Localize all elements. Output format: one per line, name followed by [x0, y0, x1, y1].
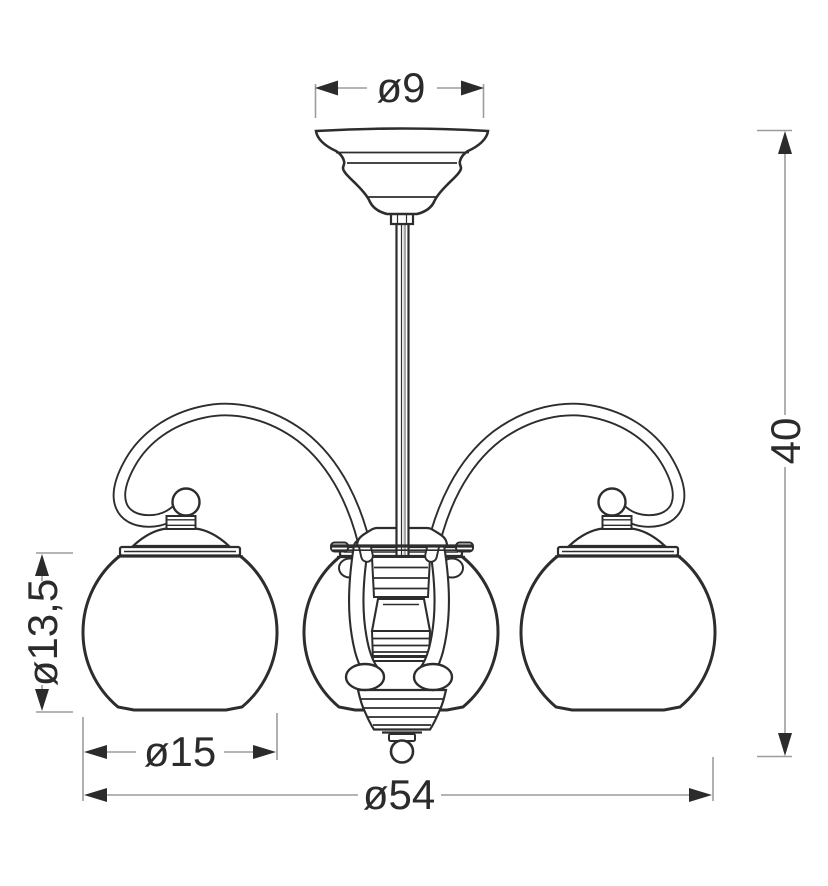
arrow-left-icon — [84, 788, 107, 802]
arrow-up-icon — [35, 554, 49, 576]
arrow-left-icon — [315, 80, 338, 96]
shade-width-label: ø15 — [144, 728, 216, 775]
fixture-drawing — [83, 127, 715, 764]
finial-ball — [389, 739, 415, 764]
arrow-right-icon — [461, 80, 484, 96]
dimension-total-height: 40 — [757, 129, 809, 758]
ceiling-canopy — [314, 127, 490, 216]
center-column — [339, 547, 464, 764]
dimension-shade-height: ø13,5 — [19, 552, 73, 713]
dimension-shade-width: ø15 — [82, 713, 278, 801]
arrow-down-icon — [35, 689, 49, 711]
total-width-label: ø54 — [363, 771, 435, 818]
dimension-total-width: ø54 — [84, 757, 714, 818]
canopy-diameter-label: ø9 — [376, 64, 425, 111]
shade-height-label: ø13,5 — [19, 579, 66, 686]
hub-plate — [330, 541, 474, 553]
arrow-up-icon — [778, 131, 792, 154]
arrow-left-icon — [84, 745, 107, 759]
arrow-right-icon — [253, 745, 276, 759]
arrow-right-icon — [689, 788, 712, 802]
dimension-canopy-diameter: ø9 — [314, 64, 485, 118]
arrow-down-icon — [778, 733, 792, 756]
total-height-label: 40 — [762, 418, 809, 465]
down-rod — [395, 222, 410, 558]
